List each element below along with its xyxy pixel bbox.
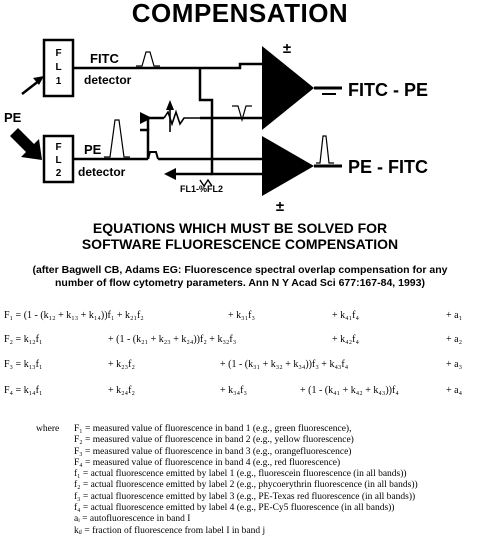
bottom-amplifier	[262, 136, 314, 196]
eq2-term-1: F₂ = k₁₂f₁	[4, 334, 43, 345]
output-bottom-label: PE - FITC	[348, 157, 428, 177]
top-amplifier	[262, 46, 314, 130]
fl1-label-f: F	[55, 48, 61, 59]
fl1-detector-box	[42, 38, 75, 98]
equation-row-4: F₄ = k₁₄f₁ + k₂₄f₂ + k₃₄f₃ + (1 - (k₄₁ +…	[4, 385, 474, 399]
fl2-label-l: L	[55, 155, 61, 166]
eq4-term-1: F₄ = k₁₄f₁	[4, 385, 43, 396]
eq1-term-2: + k₃₁f₃	[228, 310, 255, 321]
fl1-arrowhead-icon	[33, 76, 44, 85]
eq4-term-4: + (1 - (k₄₁ + k₄₂ + k₄₃))f₄	[300, 385, 399, 396]
pe-attenuator-wire	[146, 116, 164, 130]
fl1-label-1: 1	[56, 76, 62, 87]
eq4-term-2: + k₂₄f₂	[108, 385, 135, 396]
top-amp-sign: ±	[283, 40, 291, 57]
eq3-term-1: F₃ = k₁₃f₁	[4, 359, 43, 370]
eq1-term-1: F₁ = (1 - (k₁₂ + k₁₃ + k₁₄))f₁ + k₂₁f₂	[4, 310, 144, 321]
equation-row-3: F₃ = k₁₃f₁ + k₂₃f₂ + (1 - (k₃₁ + k₃₂ + k…	[4, 359, 474, 373]
definition-item: F₂ = measured value of fluorescence in b…	[74, 435, 354, 446]
citation: (after Bagwell CB, Adams EG: Fluorescenc…	[10, 264, 470, 290]
fitc-label: FITC	[90, 51, 119, 66]
eq1-term-3: + k₄₁f₄	[332, 310, 359, 321]
fl-subtract-resistor-icon	[199, 178, 213, 188]
definition-item: aᵢ = autofluorescence in band I	[74, 514, 191, 525]
compensation-circuit-diagram: F L 1 FITC detector F L 2 PE detector PE…	[4, 38, 428, 215]
fitc-detector-label: detector	[84, 73, 132, 87]
eq2-term-2: + (1 - (k₂₁ + k₂₃ + k₂₄))f₂ + k₃₂f₃	[108, 334, 237, 345]
pe-input-arrow-icon	[10, 128, 42, 160]
definition-item: f₁ = actual fluorescence emitted by labe…	[74, 469, 407, 480]
equation-row-2: F₂ = k₁₂f₁ + (1 - (k₂₁ + k₂₃ + k₂₄))f₂ +…	[4, 334, 474, 348]
fl2-label-f: F	[55, 142, 61, 153]
inverted-pulse-icon	[232, 105, 252, 123]
eq3-term-3: + (1 - (k₃₁ + k₃₂ + k₃₄))f₃ + k₄₃f₄	[220, 359, 349, 370]
pe-input-label: PE	[4, 110, 22, 125]
pe-pulse-icon	[104, 119, 130, 158]
definition-item: f₂ = actual fluorescence emitted by labe…	[74, 480, 418, 491]
definitions-list: F₁ = measured value of fluorescence in b…	[74, 424, 474, 537]
bottom-amp-sign: ±	[276, 198, 284, 215]
definition-item: kᵢⱼ = fraction of fluorescence from labe…	[74, 525, 266, 536]
fitc-feedback-wire	[198, 68, 262, 176]
fitc-pulse-icon	[136, 51, 160, 67]
definition-item: F₄ = measured value of fluorescence in b…	[74, 457, 341, 468]
heading-line-2: SOFTWARE FLUORESCENCE COMPENSATION	[81, 236, 399, 252]
pe-jumper-wire	[147, 151, 159, 160]
eq3-term-2: + k₂₃f₂	[108, 359, 135, 370]
fl-subtract-label: FL1-%FL2	[180, 184, 223, 194]
fitc-to-amp-wire	[180, 62, 262, 70]
fl1-label-l: L	[55, 62, 61, 73]
equation-row-1: F₁ = (1 - (k₁₂ + k₁₃ + k₁₄))f₁ + k₂₁f₂ +…	[4, 310, 474, 324]
eq2-term-4: + a₂	[446, 334, 463, 345]
bottom-output-pulse-icon	[316, 135, 334, 164]
citation-line-1: (after Bagwell CB, Adams EG: Fluorescenc…	[32, 264, 448, 276]
eq2-term-3: + k₄₂f₄	[332, 334, 359, 345]
pe-label: PE	[84, 142, 102, 157]
citation-line-2: number of flow cytometry parameters. Ann…	[55, 277, 425, 289]
definition-item: F₁ = measured value of fluorescence in b…	[74, 424, 352, 434]
definition-item: f₄ = actual fluorescence emitted by labe…	[74, 503, 395, 514]
eq4-term-3: + k₃₄f₃	[220, 385, 247, 396]
where-label: where	[36, 424, 60, 434]
definition-item: F₃ = measured value of fluorescence in b…	[74, 446, 352, 457]
pe-branch-wire	[140, 128, 150, 159]
attenuator-wiper-arrow-icon	[166, 100, 174, 110]
definition-item: f₃ = actual fluorescence emitted by labe…	[74, 491, 416, 502]
eq4-term-5: + a₄	[446, 385, 463, 396]
pe-detector-label: detector	[78, 165, 126, 179]
heading-line-1: EQUATIONS WHICH MUST BE SOLVED FOR	[92, 220, 388, 236]
equations-heading: EQUATIONS WHICH MUST BE SOLVED FOR SOFTW…	[0, 220, 480, 252]
eq1-term-4: + a₁	[446, 310, 463, 321]
eq3-term-4: + a₃	[446, 359, 463, 370]
page-title: COMPENSATION	[131, 0, 349, 28]
output-top-label: FITC - PE	[348, 80, 428, 100]
pe-attenuator-arrow-icon	[140, 112, 152, 124]
fl2-label-2: 2	[56, 168, 62, 179]
attenuator-resistor-icon	[163, 109, 200, 127]
fl-subtract-arrow-icon	[164, 168, 176, 180]
